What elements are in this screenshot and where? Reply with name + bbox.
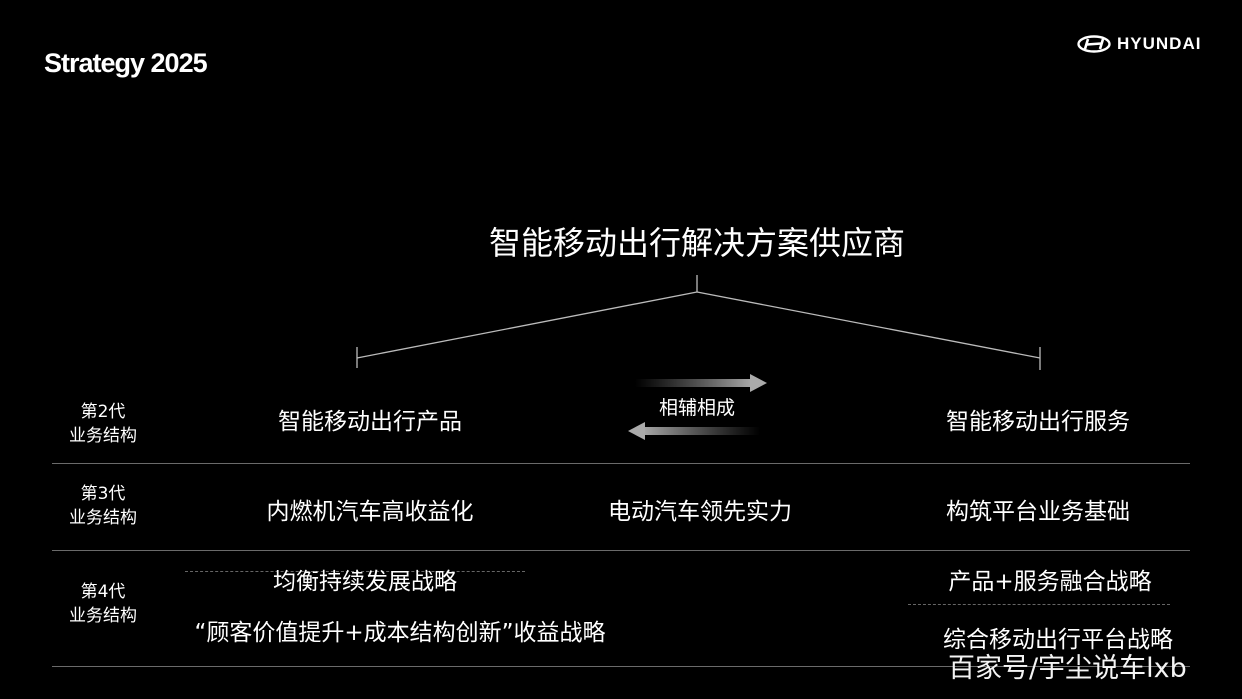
complementary-label: 相辅相成 bbox=[658, 397, 736, 419]
hyundai-logo: HYUNDAI bbox=[1077, 34, 1201, 54]
left-branch bbox=[356, 291, 698, 359]
row-label-gen4: 第4代业务结构 bbox=[69, 582, 137, 626]
right-branch bbox=[696, 291, 1041, 359]
row-divider bbox=[52, 550, 1190, 551]
dashed-divider bbox=[908, 604, 1170, 605]
row-label-gen3: 第3代业务结构 bbox=[69, 484, 137, 528]
row-label-gen2: 第2代业务结构 bbox=[69, 402, 137, 446]
arrow-right-icon bbox=[635, 374, 767, 392]
row-divider bbox=[52, 666, 1190, 667]
arrow-left-icon bbox=[628, 422, 760, 440]
hyundai-emblem-icon bbox=[1077, 35, 1111, 53]
gen4-right-bottom: 综合移动出行平台战略 bbox=[943, 627, 1173, 653]
gen3-center: 电动汽车领先实力 bbox=[608, 499, 792, 525]
gen4-left-bottom: “顾客价值提升+成本结构创新”收益战略 bbox=[194, 620, 606, 646]
gen2-product: 智能移动出行产品 bbox=[278, 409, 462, 435]
gen2-service: 智能移动出行服务 bbox=[946, 409, 1130, 435]
gen3-left: 内燃机汽车高收益化 bbox=[266, 499, 474, 525]
watermark: 百家号/宇尘说车lxb bbox=[948, 653, 1187, 684]
gen3-right: 构筑平台业务基础 bbox=[946, 499, 1130, 525]
gen4-right-top: 产品+服务融合战略 bbox=[948, 569, 1152, 595]
diagram-title: 智能移动出行解决方案供应商 bbox=[488, 224, 906, 262]
gen4-left-top: 均衡持续发展战略 bbox=[273, 569, 457, 595]
row-divider bbox=[52, 463, 1190, 464]
strategy-title: Strategy 2025 bbox=[44, 48, 208, 78]
logo-text: HYUNDAI bbox=[1117, 34, 1202, 53]
dashed-divider bbox=[185, 571, 525, 572]
